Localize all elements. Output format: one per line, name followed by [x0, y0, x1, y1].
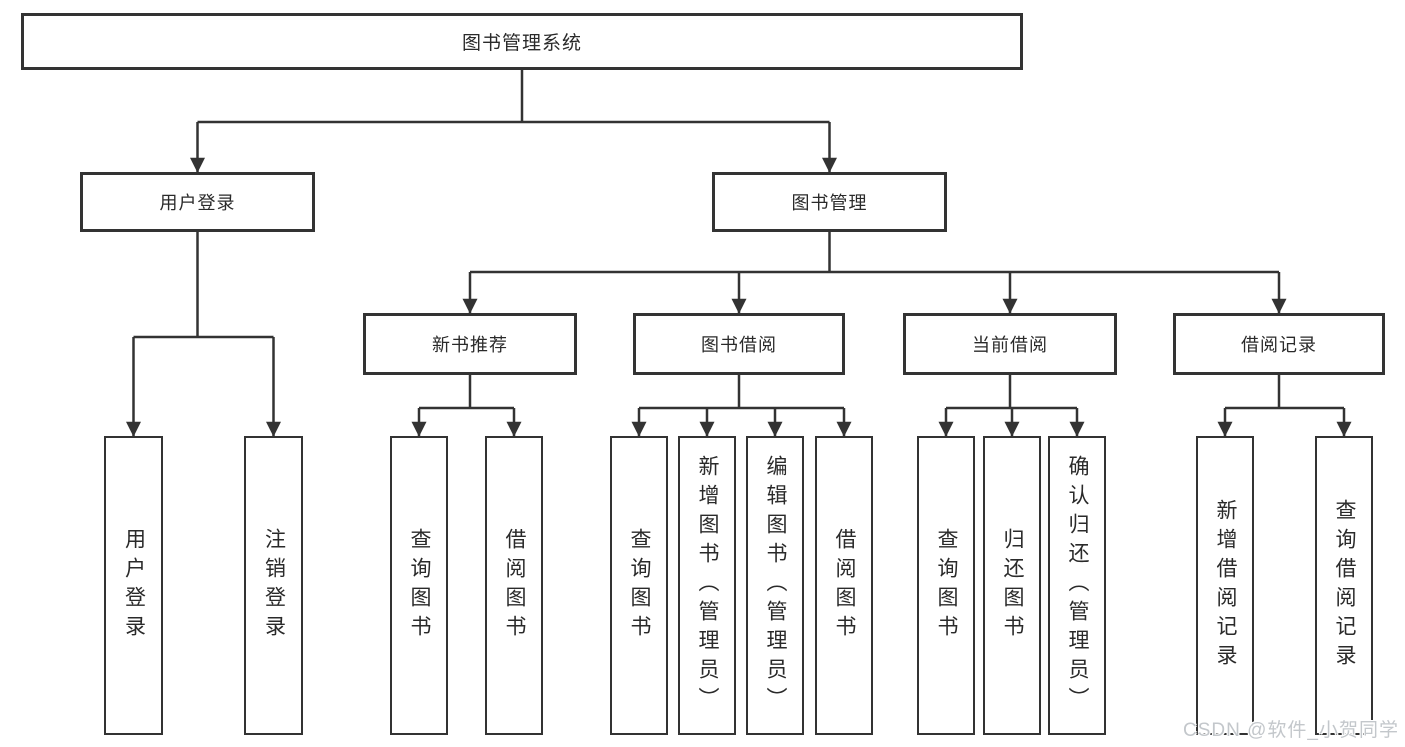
leaf-edit-books-admin: 编辑图书（管理员） [746, 436, 804, 735]
leaf-add-borrow-record: 新增借阅记录 [1196, 436, 1254, 735]
node-label: 当前借阅 [972, 335, 1048, 355]
node-label: 编辑图书（管理员） [764, 455, 788, 716]
leaf-borrow-books-recommend: 借阅图书 [485, 436, 543, 735]
node-label: 用户登录 [159, 193, 236, 213]
leaf-borrow-books-borrowing: 借阅图书 [815, 436, 873, 735]
node-label: 查询借阅记录 [1333, 498, 1357, 673]
node-label: 新增图书（管理员） [696, 455, 720, 716]
connector-arrows [126, 122, 1352, 437]
node-label: 查询图书 [935, 527, 959, 644]
node-label: 借阅图书 [503, 527, 527, 644]
leaf-query-books-borrowing: 查询图书 [610, 436, 668, 735]
node-library-management-system: 图书管理系统 [21, 13, 1023, 70]
node-label: 用户登录 [122, 527, 146, 644]
node-label: 新增借阅记录 [1214, 498, 1238, 673]
node-label: 借阅图书 [833, 527, 857, 644]
csdn-watermark: CSDN @软件_小贺同学 [1183, 720, 1399, 741]
node-label: 借阅记录 [1241, 335, 1317, 355]
node-label: 新书推荐 [432, 335, 508, 355]
leaf-confirm-return-admin: 确认归还（管理员） [1048, 436, 1106, 735]
node-new-book-recommend: 新书推荐 [363, 313, 577, 375]
node-label: 查询图书 [408, 527, 432, 644]
node-book-management: 图书管理 [712, 172, 947, 232]
node-current-borrowing: 当前借阅 [903, 313, 1117, 375]
node-label: 注销登录 [262, 527, 286, 644]
node-label: 图书借阅 [701, 335, 777, 355]
node-book-borrowing: 图书借阅 [633, 313, 845, 375]
node-label: 图书管理系统 [461, 33, 582, 54]
node-label: 归还图书 [1001, 527, 1025, 644]
leaf-return-books: 归还图书 [983, 436, 1041, 735]
node-borrowing-records: 借阅记录 [1173, 313, 1385, 375]
node-user-login: 用户登录 [80, 172, 315, 232]
connector-skeleton [133, 70, 1344, 410]
leaf-logout: 注销登录 [244, 436, 303, 735]
node-label: 图书管理 [791, 193, 868, 213]
leaf-query-borrow-record: 查询借阅记录 [1315, 436, 1373, 735]
leaf-user-login: 用户登录 [104, 436, 163, 735]
leaf-add-books-admin: 新增图书（管理员） [678, 436, 736, 735]
node-label: 确认归还（管理员） [1066, 455, 1090, 716]
leaf-query-books-recommend: 查询图书 [390, 436, 448, 735]
node-label: 查询图书 [628, 527, 652, 644]
leaf-query-books-current: 查询图书 [917, 436, 975, 735]
